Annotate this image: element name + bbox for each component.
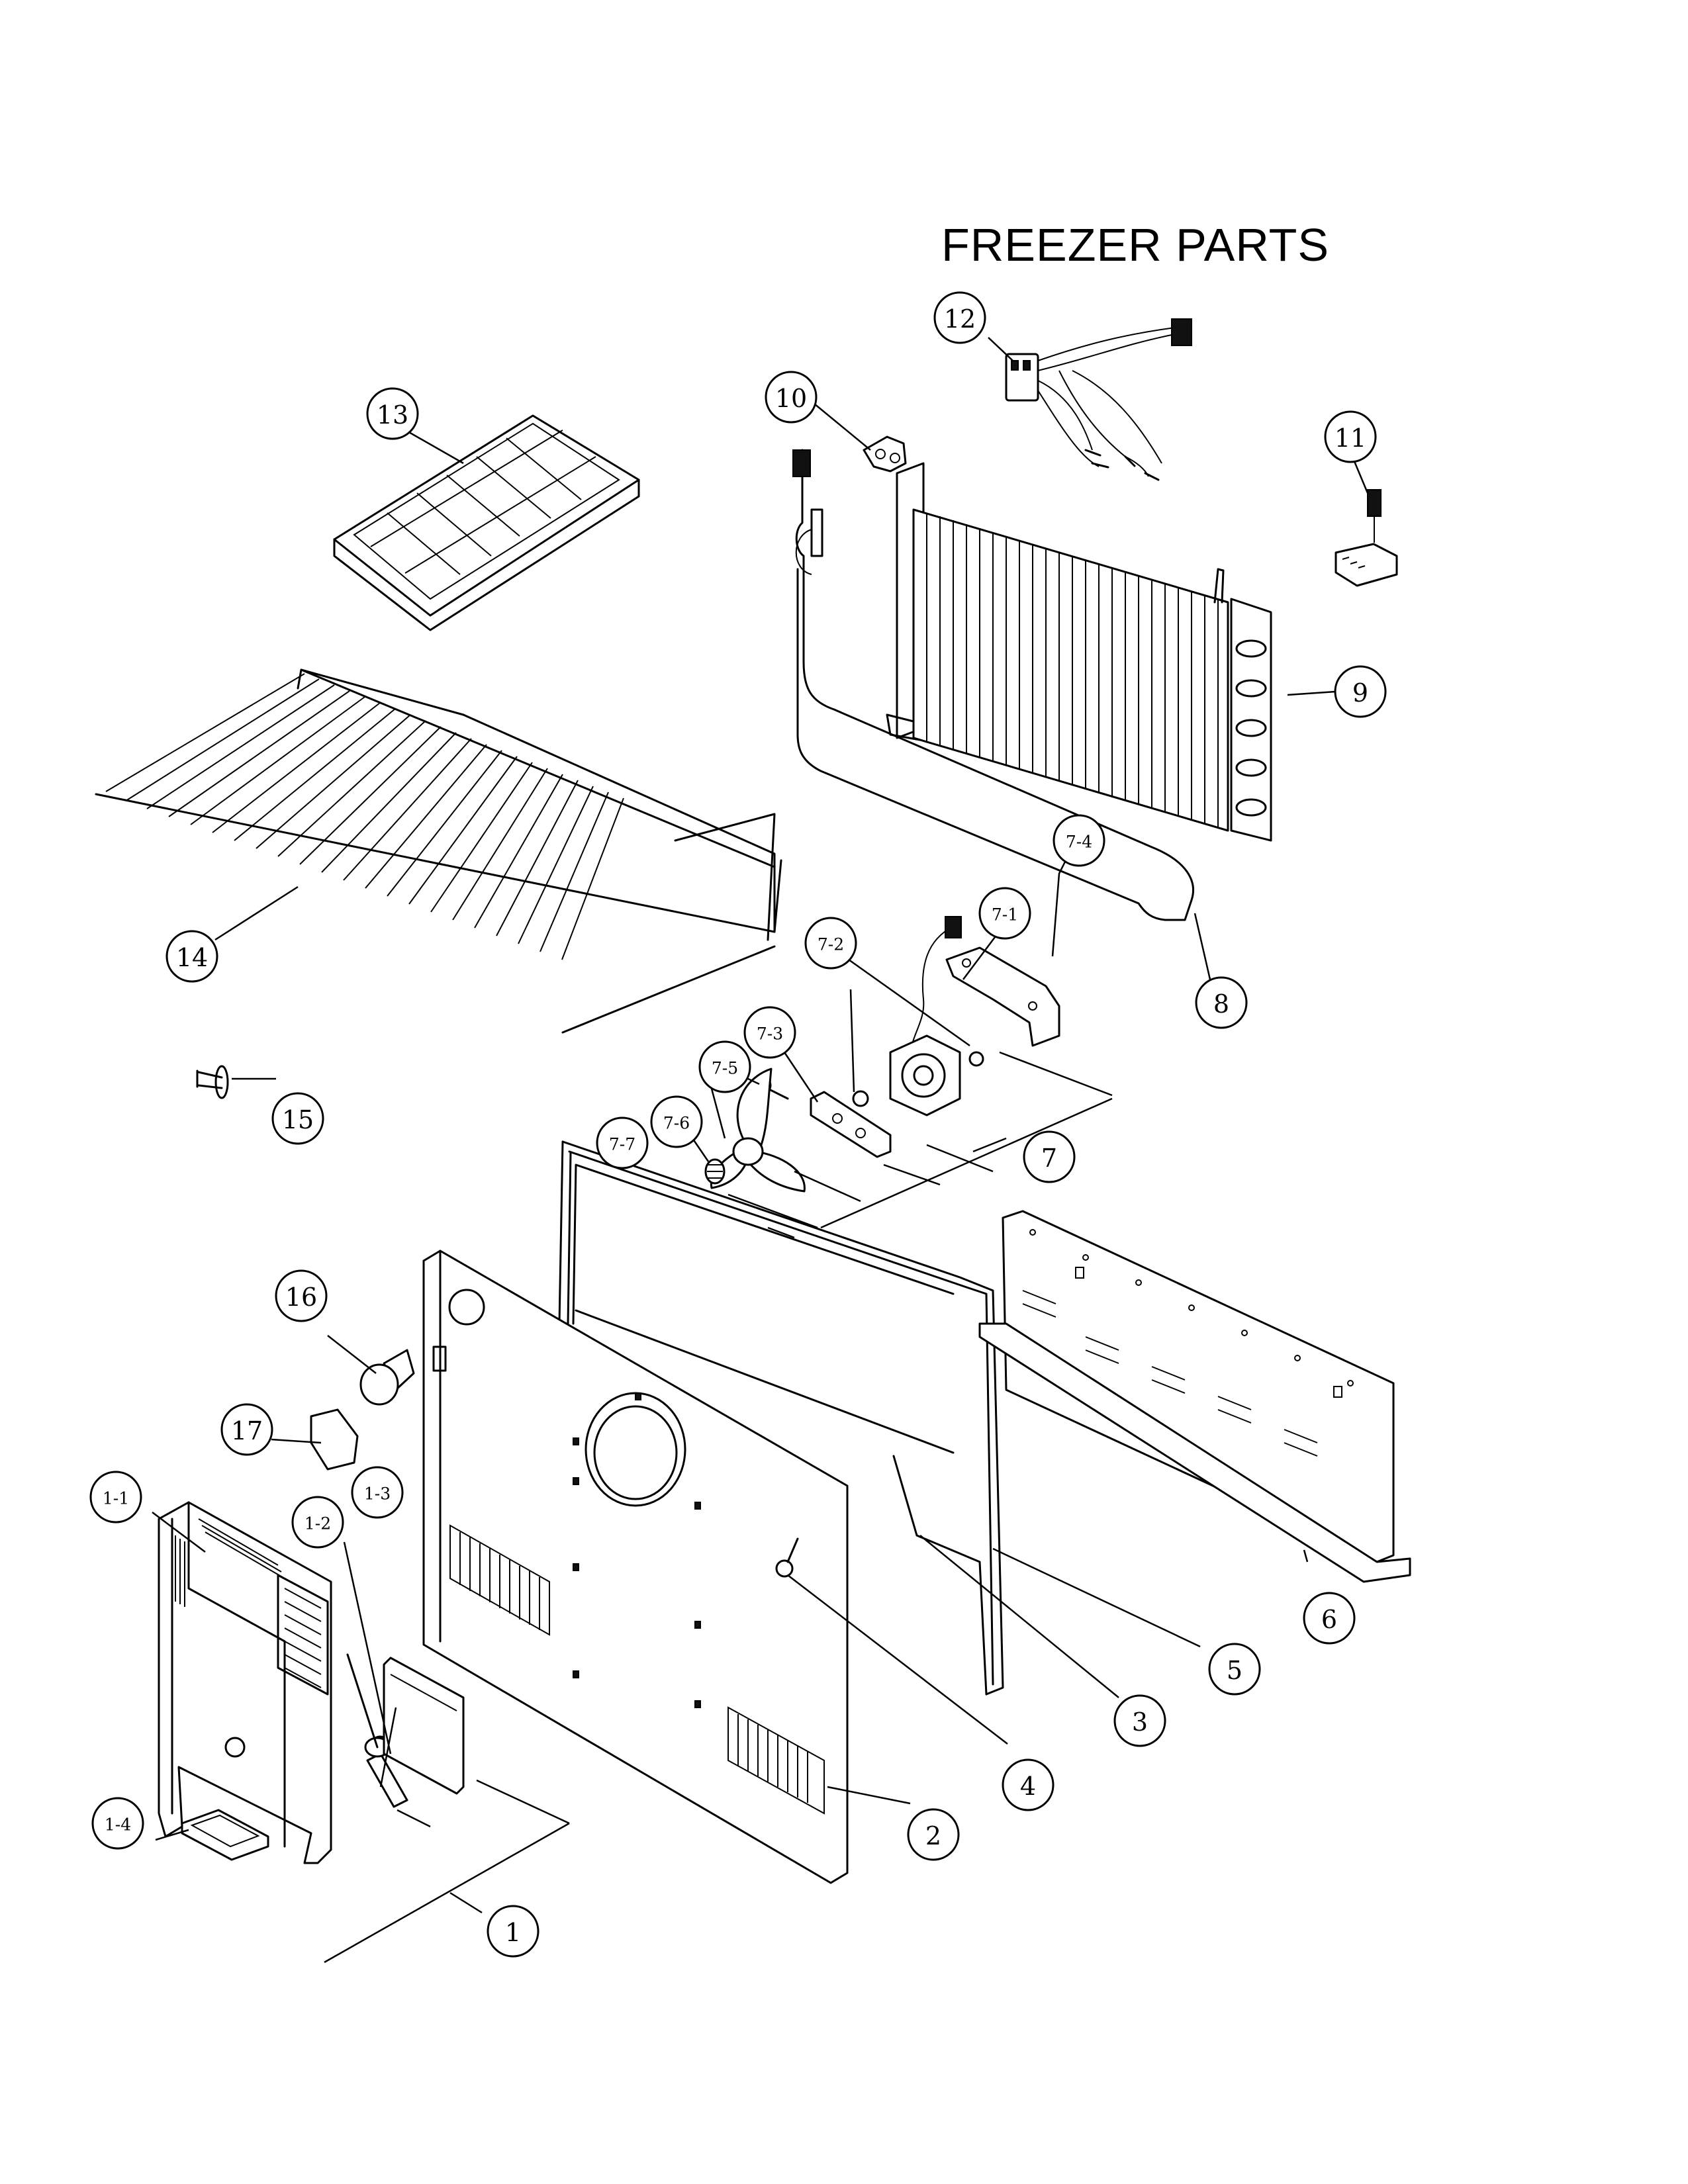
svg-text:10: 10 bbox=[775, 384, 807, 413]
svg-text:17: 17 bbox=[231, 1416, 263, 1445]
callout-7-7: 7-7 bbox=[596, 1116, 649, 1169]
callout-6: 6 bbox=[1303, 1592, 1356, 1645]
callout-1-2: 1-2 bbox=[291, 1496, 344, 1549]
pin-part bbox=[196, 1065, 229, 1099]
callout-15: 15 bbox=[271, 1092, 324, 1145]
svg-text:2: 2 bbox=[925, 1821, 941, 1850]
callout-14: 14 bbox=[165, 930, 218, 983]
svg-text:11: 11 bbox=[1335, 424, 1366, 453]
callout-12: 12 bbox=[933, 291, 986, 344]
callout-7-6: 7-6 bbox=[650, 1095, 703, 1148]
callout-7: 7 bbox=[1023, 1130, 1076, 1183]
callout-7-4: 7-4 bbox=[1053, 814, 1105, 867]
callout-11: 11 bbox=[1324, 410, 1377, 463]
svg-text:1-2: 1-2 bbox=[305, 1514, 331, 1533]
svg-text:1: 1 bbox=[505, 1918, 521, 1947]
svg-text:7-1: 7-1 bbox=[992, 905, 1018, 925]
callout-10: 10 bbox=[765, 371, 818, 424]
svg-text:12: 12 bbox=[944, 304, 976, 334]
clip-part bbox=[863, 435, 907, 473]
svg-text:13: 13 bbox=[377, 400, 408, 430]
knob-part bbox=[359, 1349, 415, 1406]
callout-5: 5 bbox=[1208, 1643, 1261, 1696]
evaporator-cover-part bbox=[422, 1250, 849, 1884]
svg-text:4: 4 bbox=[1020, 1772, 1036, 1801]
callout-8: 8 bbox=[1195, 976, 1248, 1029]
fan-assembly-part bbox=[704, 916, 1113, 1239]
svg-text:1-1: 1-1 bbox=[103, 1489, 129, 1508]
rear-bracket-part bbox=[978, 1210, 1411, 1583]
callout-7-1: 7-1 bbox=[978, 887, 1031, 940]
wire-shelf-part bbox=[95, 668, 782, 1034]
svg-text:14: 14 bbox=[176, 943, 208, 972]
svg-text:7-5: 7-5 bbox=[712, 1059, 738, 1078]
lamp-cover-part bbox=[310, 1408, 359, 1471]
wire-harness-part bbox=[1005, 318, 1192, 481]
svg-text:5: 5 bbox=[1227, 1656, 1243, 1685]
callout-17: 17 bbox=[220, 1403, 273, 1456]
ice-tray-part bbox=[333, 414, 640, 631]
svg-text:7-2: 7-2 bbox=[818, 935, 844, 954]
callout-1-4: 1-4 bbox=[91, 1797, 144, 1850]
drain-heater-part bbox=[792, 449, 1194, 921]
svg-text:16: 16 bbox=[285, 1283, 317, 1312]
inner-panel-part bbox=[575, 1309, 988, 1696]
gasket-frame-part bbox=[558, 1140, 1004, 1696]
callout-7-3: 7-3 bbox=[743, 1006, 796, 1059]
callout-7-5: 7-5 bbox=[698, 1040, 751, 1093]
svg-text:7-7: 7-7 bbox=[609, 1135, 635, 1154]
callout-4: 4 bbox=[1002, 1758, 1055, 1811]
svg-text:7-6: 7-6 bbox=[663, 1114, 690, 1133]
evaporator-part bbox=[886, 462, 1272, 842]
svg-text:15: 15 bbox=[282, 1105, 314, 1134]
callout-1-3: 1-3 bbox=[351, 1466, 404, 1519]
callout-1-1: 1-1 bbox=[89, 1471, 142, 1524]
cover-assembly-part bbox=[158, 1501, 570, 1964]
callout-16: 16 bbox=[275, 1269, 328, 1322]
screw-part bbox=[775, 1537, 799, 1578]
callout-13: 13 bbox=[366, 387, 419, 440]
svg-text:7-4: 7-4 bbox=[1066, 833, 1092, 852]
svg-text:6: 6 bbox=[1321, 1605, 1337, 1634]
svg-text:8: 8 bbox=[1213, 989, 1229, 1019]
callout-7-2: 7-2 bbox=[804, 917, 857, 970]
svg-text:7: 7 bbox=[1041, 1144, 1057, 1173]
svg-text:7-3: 7-3 bbox=[757, 1024, 783, 1044]
svg-text:1-3: 1-3 bbox=[364, 1484, 391, 1504]
callout-2: 2 bbox=[907, 1808, 960, 1861]
sensor-part bbox=[1335, 489, 1398, 587]
callout-3: 3 bbox=[1113, 1694, 1166, 1747]
callout-1: 1 bbox=[487, 1905, 539, 1958]
svg-text:3: 3 bbox=[1132, 1707, 1148, 1737]
svg-text:1-4: 1-4 bbox=[105, 1815, 131, 1835]
callout-9: 9 bbox=[1334, 665, 1387, 718]
svg-text:9: 9 bbox=[1352, 678, 1368, 707]
page-title: FREEZER PARTS bbox=[941, 219, 1329, 271]
